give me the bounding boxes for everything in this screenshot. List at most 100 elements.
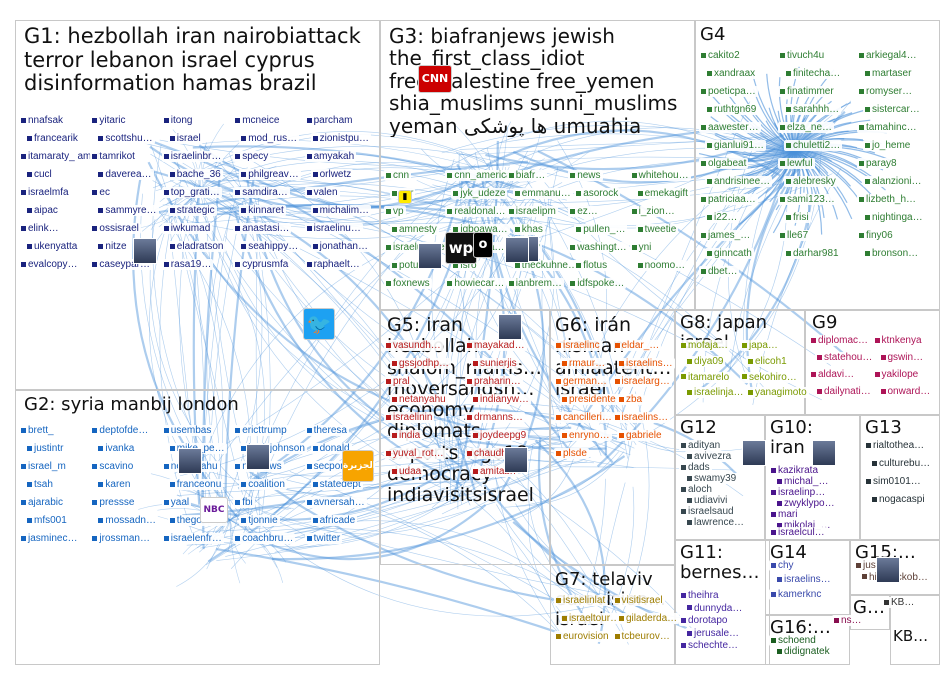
node-g9[interactable]: dailynati… <box>815 386 873 397</box>
node-g5[interactable]: indianyw… <box>471 394 531 405</box>
node-g4[interactable]: arkiegal4… <box>857 50 919 61</box>
node-g2[interactable]: deptofde… <box>90 425 151 436</box>
node-g9[interactable]: statehou… <box>815 352 875 363</box>
node-g1[interactable]: sammyre… <box>96 205 159 216</box>
node-g3[interactable]: i_zion… <box>629 206 677 217</box>
node-g1[interactable]: eladratson <box>167 241 226 252</box>
node-g1[interactable]: cucl <box>25 169 54 180</box>
node-g1[interactable]: israelmfa <box>19 187 71 198</box>
node-g3[interactable]: potus <box>390 260 426 271</box>
node-g4[interactable]: romyser… <box>857 86 915 97</box>
node-g6[interactable]: plsde <box>554 448 589 459</box>
node-g16[interactable]: didignatek <box>775 646 832 657</box>
node-g2[interactable]: theresa <box>304 425 349 436</box>
node-g2[interactable]: ivanka <box>96 443 137 454</box>
node-g1[interactable]: caseypar… <box>90 259 152 270</box>
avatar[interactable] <box>812 440 836 466</box>
node-g3[interactable]: flotus <box>574 260 610 271</box>
node-g4[interactable]: i22… <box>705 212 740 223</box>
node-g2[interactable]: fbi <box>233 497 255 508</box>
node-g4[interactable]: jo_heme <box>863 140 913 151</box>
node-g14[interactable]: israelins… <box>775 574 833 586</box>
node-g1[interactable]: nitze <box>96 241 129 252</box>
node-g6[interactable]: israelinc <box>554 340 602 351</box>
node-g1[interactable]: seahippy… <box>239 241 301 252</box>
avatar[interactable] <box>742 440 766 466</box>
node-g5[interactable]: sunierjis <box>471 358 519 369</box>
node-g5[interactable]: gssjodhp… <box>390 358 452 369</box>
node-g5[interactable]: vasundh… <box>384 340 443 351</box>
node-g9[interactable]: onward… <box>878 386 933 397</box>
node-g1[interactable]: parcham <box>304 115 355 126</box>
node-g3[interactable]: news <box>568 170 603 181</box>
avatar[interactable] <box>178 448 202 474</box>
node-g4[interactable]: elza_ne… <box>778 122 835 133</box>
node-g2[interactable]: borisjohnson <box>239 443 307 454</box>
node-g6[interactable]: eldar_… <box>612 340 662 351</box>
node-g1[interactable]: cyprusmfa <box>233 259 291 270</box>
node-g6[interactable]: gabriele <box>617 430 664 441</box>
node-g2[interactable]: tsah <box>25 479 55 490</box>
node-g1[interactable]: daverea… <box>96 169 154 180</box>
node-g8[interactable]: elicoh1 <box>746 355 789 367</box>
node-g2[interactable]: donald <box>310 443 352 454</box>
node-g1[interactable]: samdira… <box>233 187 290 198</box>
node-g1[interactable]: bache_36 <box>167 169 223 180</box>
node-g3[interactable]: cnn <box>384 170 412 181</box>
node-g10[interactable]: israelinp… <box>769 487 828 498</box>
node-g2[interactable]: africade <box>310 515 358 526</box>
node-g1[interactable]: ossisrael <box>90 223 141 234</box>
node-g12[interactable]: udiavivi <box>685 495 730 506</box>
node-g4[interactable]: andrisinee… <box>705 176 773 187</box>
node-g11[interactable]: dorotapo <box>679 615 730 627</box>
node-g3[interactable]: howiecar… <box>445 278 507 289</box>
node-g2[interactable]: ericttrump <box>233 425 289 436</box>
node-g2[interactable]: mossadn… <box>96 515 158 526</box>
node-g12[interactable]: israelsaud <box>679 506 736 517</box>
node-g9[interactable]: gswin… <box>878 352 926 363</box>
node-g3[interactable]: emekagift <box>635 188 690 199</box>
node-g1[interactable]: yitaric <box>90 115 128 126</box>
node-kb[interactable]: KB… <box>882 597 917 608</box>
node-g2[interactable]: ajarabic <box>19 497 66 508</box>
node-g9[interactable]: ktnkenya <box>872 335 924 346</box>
node-g1[interactable]: tamrikot <box>90 151 137 162</box>
node-g4[interactable]: dbet… <box>699 266 740 277</box>
node-g4[interactable]: gianlui91… <box>705 140 767 151</box>
node-g5[interactable]: mayakad… <box>465 340 527 351</box>
node-g3[interactable]: noomo… <box>635 260 688 271</box>
node-g3[interactable]: vp <box>384 206 406 217</box>
node-g3[interactable]: washingt… <box>568 242 629 253</box>
node-g7[interactable]: tcbeurov… <box>612 631 672 642</box>
node-g1[interactable]: francearik <box>25 133 80 144</box>
node-g4[interactable]: bronson… <box>863 248 921 259</box>
node-g10[interactable]: israelcul… <box>769 527 827 538</box>
node-g7[interactable]: israeltour… <box>560 613 623 624</box>
node-g9[interactable]: yakilope <box>872 369 921 380</box>
node-g13[interactable]: sim0101… <box>864 476 923 487</box>
node-g3[interactable]: biafr… <box>506 170 548 181</box>
node-g2[interactable]: statedept <box>310 479 363 490</box>
node-g14[interactable]: kamerknc <box>769 588 824 600</box>
node-g4[interactable]: sistercar… <box>863 104 922 115</box>
node-g1[interactable]: israelinbr… <box>161 151 224 162</box>
node-g2[interactable]: secpomp… <box>304 461 367 472</box>
node-g8[interactable]: israelinja… <box>685 387 746 399</box>
node-g10[interactable]: kazikrata <box>769 465 821 476</box>
node-g16[interactable]: schoend <box>769 635 818 646</box>
node-g8[interactable]: diya09 <box>685 355 726 367</box>
node-g2[interactable]: twitter <box>304 533 343 544</box>
node-g1[interactable]: mod_rus… <box>239 133 300 144</box>
node-g5[interactable]: pral <box>384 376 412 387</box>
node-g8[interactable]: yanagimoto <box>746 387 809 399</box>
node-g3[interactable]: jyk_udeze <box>451 188 508 199</box>
node-g4[interactable]: xandraax <box>705 68 758 79</box>
node-g3[interactable]: igboawa… <box>451 224 510 235</box>
node-g2[interactable]: avnersah… <box>304 497 367 508</box>
node-g11[interactable]: theihra <box>679 590 721 601</box>
node-g4[interactable]: darhar981 <box>784 248 841 259</box>
node-g4[interactable]: finitecha… <box>784 68 843 79</box>
node-g5[interactable]: praharin… <box>465 376 523 387</box>
node-g1[interactable]: zionistpu… <box>310 133 372 144</box>
node-g6[interactable]: enryno… <box>560 430 612 441</box>
